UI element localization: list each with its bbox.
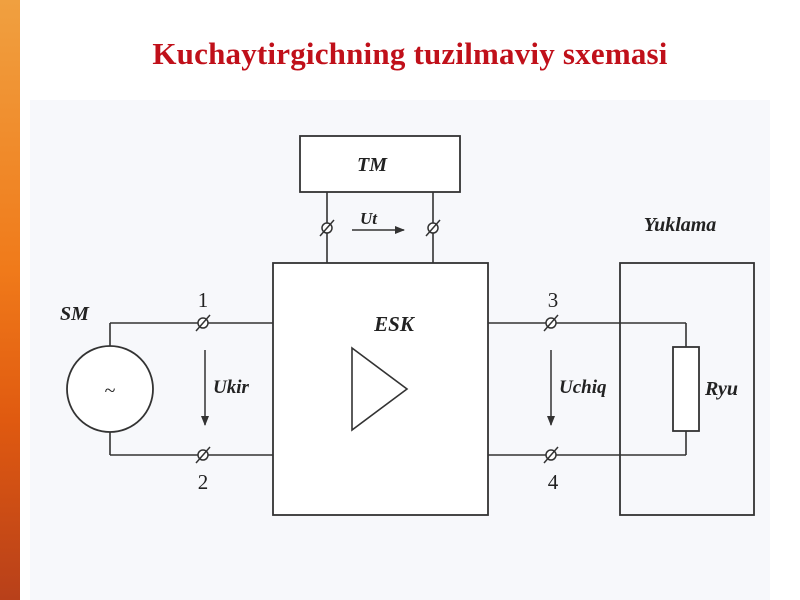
terminal-4-label: 4 [548,470,559,494]
input-terminal-2 [195,446,211,464]
tm-terminal-right [425,219,441,237]
terminal-2-label: 2 [198,470,209,494]
output-terminal-3 [543,314,559,332]
yuklama-label: Yuklama [644,214,717,236]
tm-terminal-left [319,219,335,237]
terminal-3-label: 3 [548,288,559,312]
tm-block [299,135,461,193]
amplifier-triangle-icon [351,346,409,432]
esk-label: ESK [373,312,416,336]
ut-label: Ut [360,209,378,228]
input-terminal-1 [195,314,211,332]
output-terminal-4 [543,446,559,464]
ukir-label: Ukir [213,377,250,398]
uchiq-label: Uchiq [559,377,607,398]
sm-label: SM [60,303,90,325]
load-block [619,262,755,516]
ac-source-icon: ~ [105,380,116,402]
accent-bar [0,0,20,600]
resistor-icon [672,346,700,432]
slide-title: Kuchaytirgichning tuzilmaviy sxemasi [152,36,668,71]
signal-source-circle [66,345,154,433]
terminal-1-label: 1 [198,288,209,312]
ryu-label: Ryu [704,378,738,400]
tm-label: TM [357,154,388,176]
